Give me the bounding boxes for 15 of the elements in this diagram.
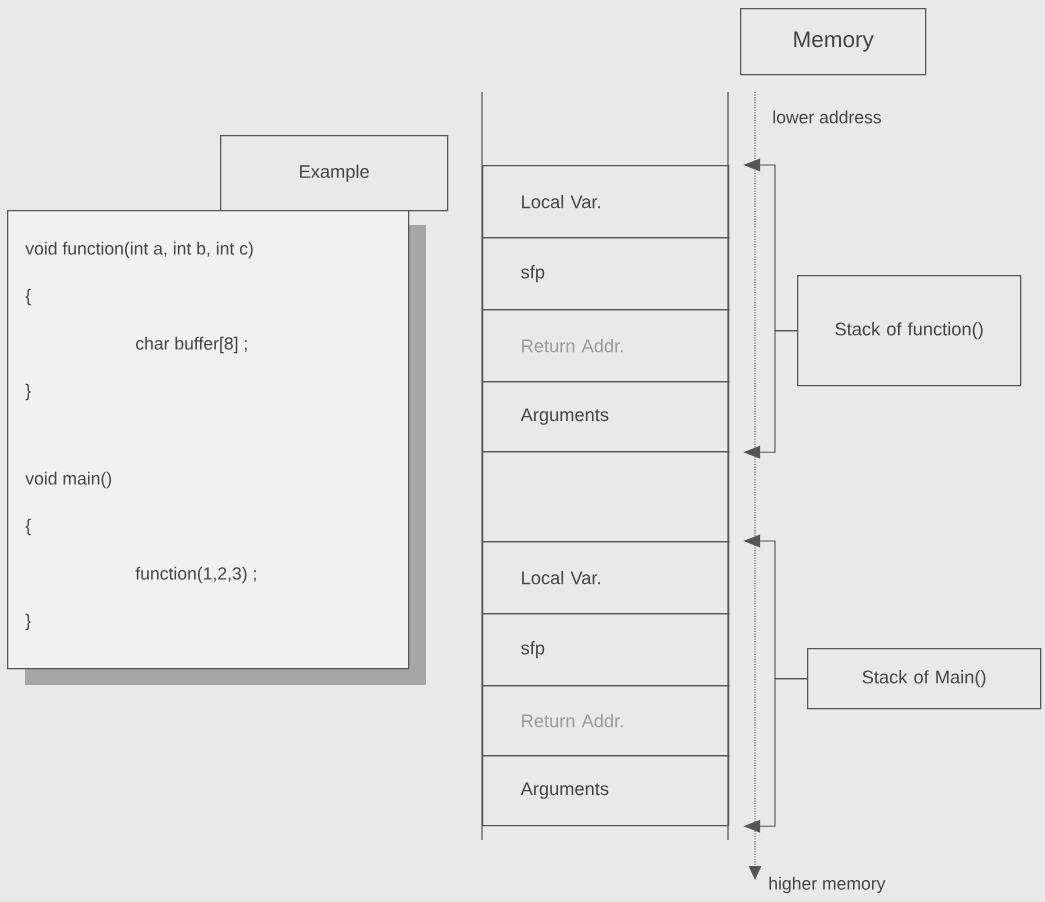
stack-cell xyxy=(482,451,730,543)
stack-cell: sfp xyxy=(482,237,730,311)
stack-cell: Arguments xyxy=(482,381,730,453)
stack-label-box: Stack of Main() xyxy=(807,648,1042,710)
stack-cell: Return Addr. xyxy=(482,685,730,757)
example-box: Example xyxy=(220,135,449,212)
stack-cell: Arguments xyxy=(482,755,730,827)
stack-cell: Return Addr. xyxy=(482,309,730,383)
stack-label-box: Stack of function() xyxy=(797,275,1022,387)
stack-cell: Local Var. xyxy=(482,165,730,239)
direction-label: higher memory xyxy=(769,876,886,894)
direction-label: lower address xyxy=(773,110,881,124)
memory-box: Memory xyxy=(740,8,927,76)
stack-cell: sfp xyxy=(482,613,730,687)
stack-cell: Local Var. xyxy=(482,541,730,615)
